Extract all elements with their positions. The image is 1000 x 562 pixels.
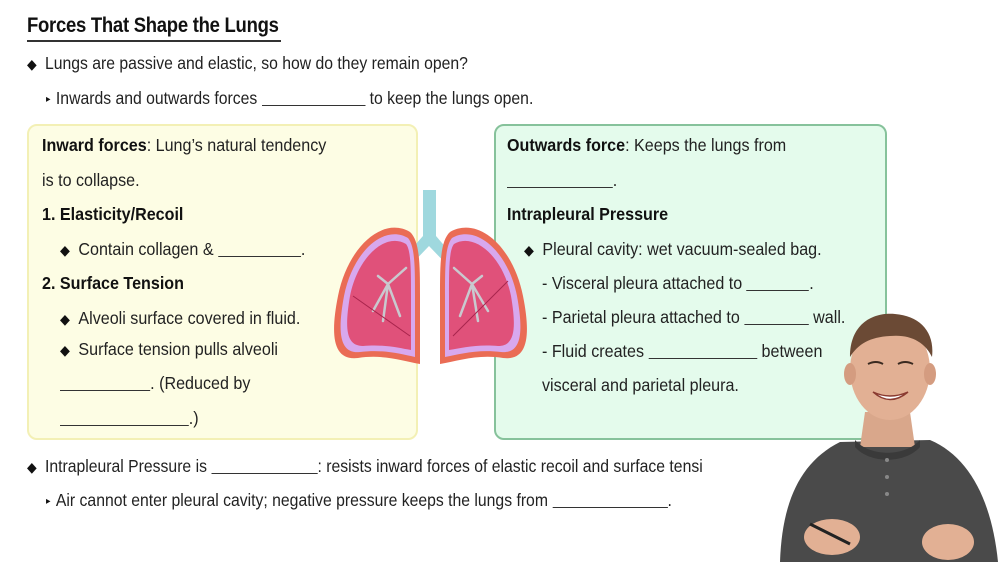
- air-cannot-enter-text: Air cannot enter pleural cavity; negativ…: [55, 490, 548, 510]
- fill-blank[interactable]: [218, 240, 301, 257]
- period: .: [809, 273, 814, 293]
- fluid-creates-line: - Fluid creates between: [542, 341, 822, 362]
- diamond-bullet-icon: ◆: [60, 342, 70, 358]
- visceral-text: - Visceral pleura attached to: [542, 273, 743, 293]
- outward-heading: Outwards force: Keeps the lungs from: [507, 135, 786, 156]
- intrapleural-pressure-is-text: Intrapleural Pressure is: [45, 456, 207, 476]
- triangle-bullet-icon: ▸: [46, 496, 51, 507]
- surface-tension-pulls-text: Surface tension pulls alveoli: [78, 339, 278, 359]
- parietal-text: - Parietal pleura attached to: [542, 307, 740, 327]
- inward-heading-line2: is to collapse.: [42, 170, 140, 190]
- page-title: Forces That Shape the Lungs: [27, 14, 279, 37]
- outward-heading-rest: : Keeps the lungs from: [625, 135, 787, 155]
- bottom-sub-bullet: ▸ Air cannot enter pleural cavity; negati…: [46, 490, 672, 511]
- fill-blank[interactable]: [60, 374, 151, 391]
- intrapleural-subtitle: Intrapleural Pressure: [507, 204, 669, 224]
- collagen-text: Contain collagen &: [78, 239, 214, 259]
- elasticity-title: 1. Elasticity/Recoil: [42, 204, 184, 224]
- intro-bullet-text: Lungs are passive and elastic, so how do…: [45, 53, 468, 73]
- close-paren-text: .): [188, 408, 199, 428]
- fill-blank[interactable]: [507, 171, 613, 188]
- fill-blank[interactable]: [261, 89, 366, 106]
- visceral-pleura-line: - Visceral pleura attached to .: [542, 273, 814, 294]
- surface-tension-line3: . (Reduced by: [60, 373, 250, 394]
- reduced-by-text: . (Reduced by: [150, 373, 251, 393]
- diamond-bullet-icon: ◆: [524, 242, 534, 258]
- surface-tension-bullet-1: ◆ Alveoli surface covered in fluid.: [60, 308, 300, 329]
- intro-bullet: ◆ Lungs are passive and elastic, so how d…: [27, 53, 468, 74]
- outward-heading-bold: Outwards force: [507, 135, 626, 155]
- wall-text: wall.: [813, 307, 846, 327]
- presenter-video-overlay: [780, 313, 998, 562]
- diamond-bullet-icon: ◆: [27, 56, 37, 72]
- surface-tension-bullet-2: ◆ Surface tension pulls alveoli: [60, 339, 278, 360]
- elasticity-bullet: ◆ Contain collagen & .: [60, 239, 305, 260]
- surface-tension-line4: .): [60, 408, 199, 429]
- trachea-icon: [423, 190, 436, 240]
- diamond-bullet-icon: ◆: [27, 459, 37, 475]
- fill-blank[interactable]: [744, 308, 809, 325]
- period: .: [612, 170, 618, 190]
- fluid-creates-line2: visceral and parietal pleura.: [542, 375, 739, 395]
- resists-text: : resists inward forces of elastic recoi…: [317, 456, 703, 476]
- triangle-bullet-icon: ▸: [46, 94, 51, 105]
- title-underline: [27, 40, 281, 42]
- outward-force-box: [494, 124, 887, 440]
- outward-heading-line2: .: [507, 170, 617, 191]
- pleural-cavity-text: Pleural cavity: wet vacuum-sealed bag.: [542, 239, 822, 259]
- between-text: between: [761, 341, 823, 361]
- intro-sub-bullet: ▸ Inwards and outwards forces to keep the…: [46, 88, 533, 109]
- presenter-face: [850, 320, 930, 420]
- period: .: [667, 490, 672, 510]
- diamond-bullet-icon: ◆: [60, 311, 70, 327]
- surface-tension-title: 2. Surface Tension: [42, 273, 184, 293]
- inward-heading-bold: Inward forces: [42, 135, 147, 155]
- inward-heading-rest: : Lung’s natural tendency: [146, 135, 327, 155]
- intro-sub-text-after: to keep the lungs open.: [369, 88, 534, 108]
- fluid-creates-text: - Fluid creates: [542, 341, 645, 361]
- diamond-bullet-icon: ◆: [60, 242, 70, 258]
- parietal-pleura-line: - Parietal pleura attached to wall.: [542, 307, 845, 328]
- fill-blank[interactable]: [60, 409, 189, 426]
- lungs-illustration: [334, 190, 527, 364]
- bottom-bullet: ◆ Intrapleural Pressure is : resists inwa…: [27, 456, 703, 477]
- pleural-cavity-bullet: ◆ Pleural cavity: wet vacuum-sealed bag.: [524, 239, 822, 260]
- period: .: [300, 239, 306, 259]
- inward-heading: Inward forces: Lung’s natural tendency: [42, 135, 326, 156]
- intro-sub-text-before: Inwards and outwards forces: [55, 88, 258, 108]
- fill-blank[interactable]: [211, 457, 318, 474]
- presenter-right-hand: [922, 524, 974, 560]
- fill-blank[interactable]: [746, 274, 810, 291]
- fill-blank[interactable]: [552, 491, 668, 508]
- alveoli-fluid-text: Alveoli surface covered in fluid.: [78, 308, 301, 328]
- fill-blank[interactable]: [648, 342, 758, 359]
